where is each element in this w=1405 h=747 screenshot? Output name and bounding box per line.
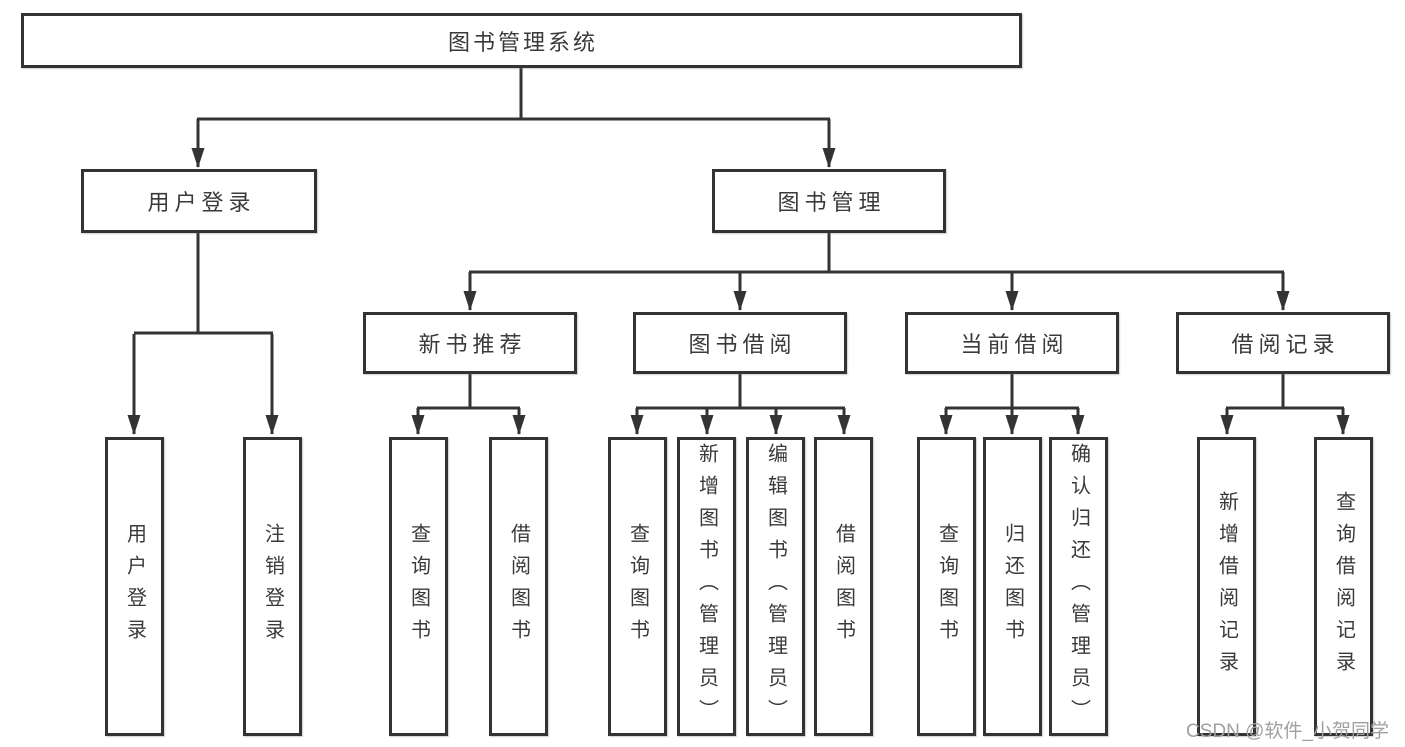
leaf-edit-books-admin: 编辑图书（管理员） [746, 437, 805, 736]
node-new-book-recommendation: 新书推荐 [363, 312, 577, 374]
leaf-label: 查询图书 [407, 522, 430, 651]
leaf-borrow-books-2: 借阅图书 [814, 437, 873, 736]
leaf-label: 确认归还（管理员） [1067, 442, 1090, 731]
leaf-query-borrow-record: 查询借阅记录 [1314, 437, 1373, 736]
leaf-confirm-return-admin: 确认归还（管理员） [1049, 437, 1108, 736]
leaf-label: 借阅图书 [507, 522, 530, 651]
node-label: 图书管理系统 [447, 29, 598, 55]
leaf-label: 查询图书 [626, 522, 649, 651]
leaf-label: 新增图书（管理员） [695, 442, 718, 731]
node-borrowing-records: 借阅记录 [1176, 312, 1390, 374]
node-user-login: 用户登录 [81, 169, 317, 233]
node-label: 新书推荐 [418, 332, 527, 357]
leaf-label: 新增借阅记录 [1215, 490, 1238, 683]
leaf-label: 用户登录 [123, 522, 146, 651]
leaf-user-login: 用户登录 [105, 437, 164, 736]
leaf-add-borrow-record: 新增借阅记录 [1197, 437, 1256, 736]
node-book-management: 图书管理 [712, 169, 946, 233]
leaf-query-books-3: 查询图书 [917, 437, 976, 736]
leaf-label: 查询图书 [935, 522, 958, 651]
node-label: 借阅记录 [1231, 332, 1340, 357]
node-label: 图书借阅 [688, 332, 797, 357]
leaf-label: 归还图书 [1001, 522, 1024, 651]
node-label: 图书管理 [777, 190, 886, 215]
leaf-add-books-admin: 新增图书（管理员） [677, 437, 736, 736]
leaf-query-books-1: 查询图书 [389, 437, 448, 736]
node-label: 用户登录 [147, 190, 256, 215]
leaf-label: 注销登录 [261, 522, 284, 651]
leaf-label: 查询借阅记录 [1332, 490, 1355, 683]
leaf-label: 借阅图书 [832, 522, 855, 651]
node-current-borrowing: 当前借阅 [905, 312, 1119, 374]
node-label: 当前借阅 [960, 332, 1069, 357]
leaf-logout: 注销登录 [243, 437, 302, 736]
node-book-borrowing: 图书借阅 [633, 312, 847, 374]
node-library-management-system: 图书管理系统 [21, 13, 1022, 68]
leaf-borrow-books-1: 借阅图书 [489, 437, 548, 736]
leaf-label: 编辑图书（管理员） [764, 442, 787, 731]
leaf-query-books-2: 查询图书 [608, 437, 667, 736]
leaf-return-books: 归还图书 [983, 437, 1042, 736]
csdn-watermark: CSDN @软件_小贺同学 [1186, 721, 1389, 742]
